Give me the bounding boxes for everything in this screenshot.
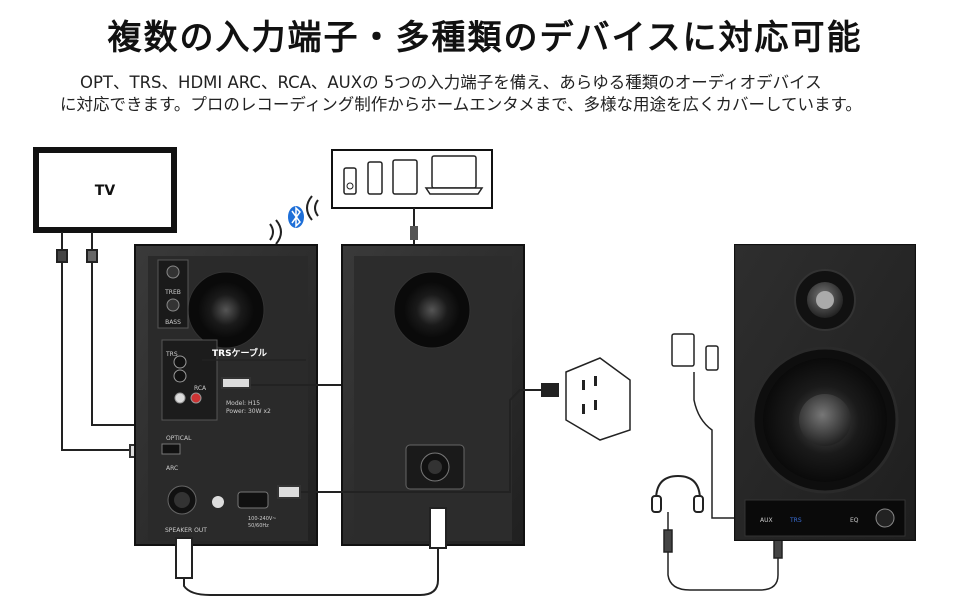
svg-text:BASS: BASS [165,319,181,326]
speaker-link-cable [175,507,447,596]
phone-icon [367,161,383,195]
speaker-right-rear [341,244,525,546]
power-outlet-icon [565,357,631,441]
speaker-front: AUX TRS EQ [734,244,916,541]
description: OPT、TRS、HDMI ARC、RCA、AUXの 5つの入力端子を備え、あらゆ… [60,72,920,116]
tv-label: TV [95,183,116,199]
svg-text:AUX: AUX [760,517,773,524]
svg-text:RCA: RCA [194,385,207,392]
power-cable [277,383,559,499]
svg-text:EQ: EQ [850,517,859,524]
headphones-icon [651,474,704,513]
description-line-1: OPT、TRS、HDMI ARC、RCA、AUXの 5つの入力端子を備え、あらゆ… [80,73,822,92]
laptop-icon [431,155,477,189]
wireless-icon [269,195,319,245]
page-title: 複数の入力端子・多種類のデバイスに対応可能 [107,18,863,58]
media-player-icon [343,167,357,195]
svg-text:ARC: ARC [166,465,178,472]
tv-icon: TV [33,147,177,233]
bluetooth-icon [288,206,304,228]
connection-diagram: TV TREB BASS [33,147,916,596]
svg-text:100-240V~: 100-240V~ [248,516,277,522]
devices-box [331,149,493,209]
tablet-phone-icons [671,333,719,371]
svg-text:SPEAKER OUT: SPEAKER OUT [165,527,207,534]
svg-text:TREB: TREB [164,289,181,296]
svg-text:OPTICAL: OPTICAL [166,435,192,442]
svg-text:Model: H15: Model: H15 [226,400,260,407]
svg-text:TRS: TRS [165,351,178,358]
svg-text:Power: 30W x2: Power: 30W x2 [226,408,271,415]
trs-cable-label: TRSケーブル [212,347,267,359]
trs-cable: TRSケーブル [202,347,306,361]
svg-text:50/60Hz: 50/60Hz [248,523,269,529]
svg-text:TRS: TRS [789,517,802,524]
tablet-icon [392,159,418,195]
speaker-left-rear: TREB BASS TRS RCA OPTICAL ARC Model: H15… [134,244,318,546]
description-line-2: に対応できます。プロのレコーディング制作からホームエンタメまで、多様な用途を広く… [60,95,862,114]
